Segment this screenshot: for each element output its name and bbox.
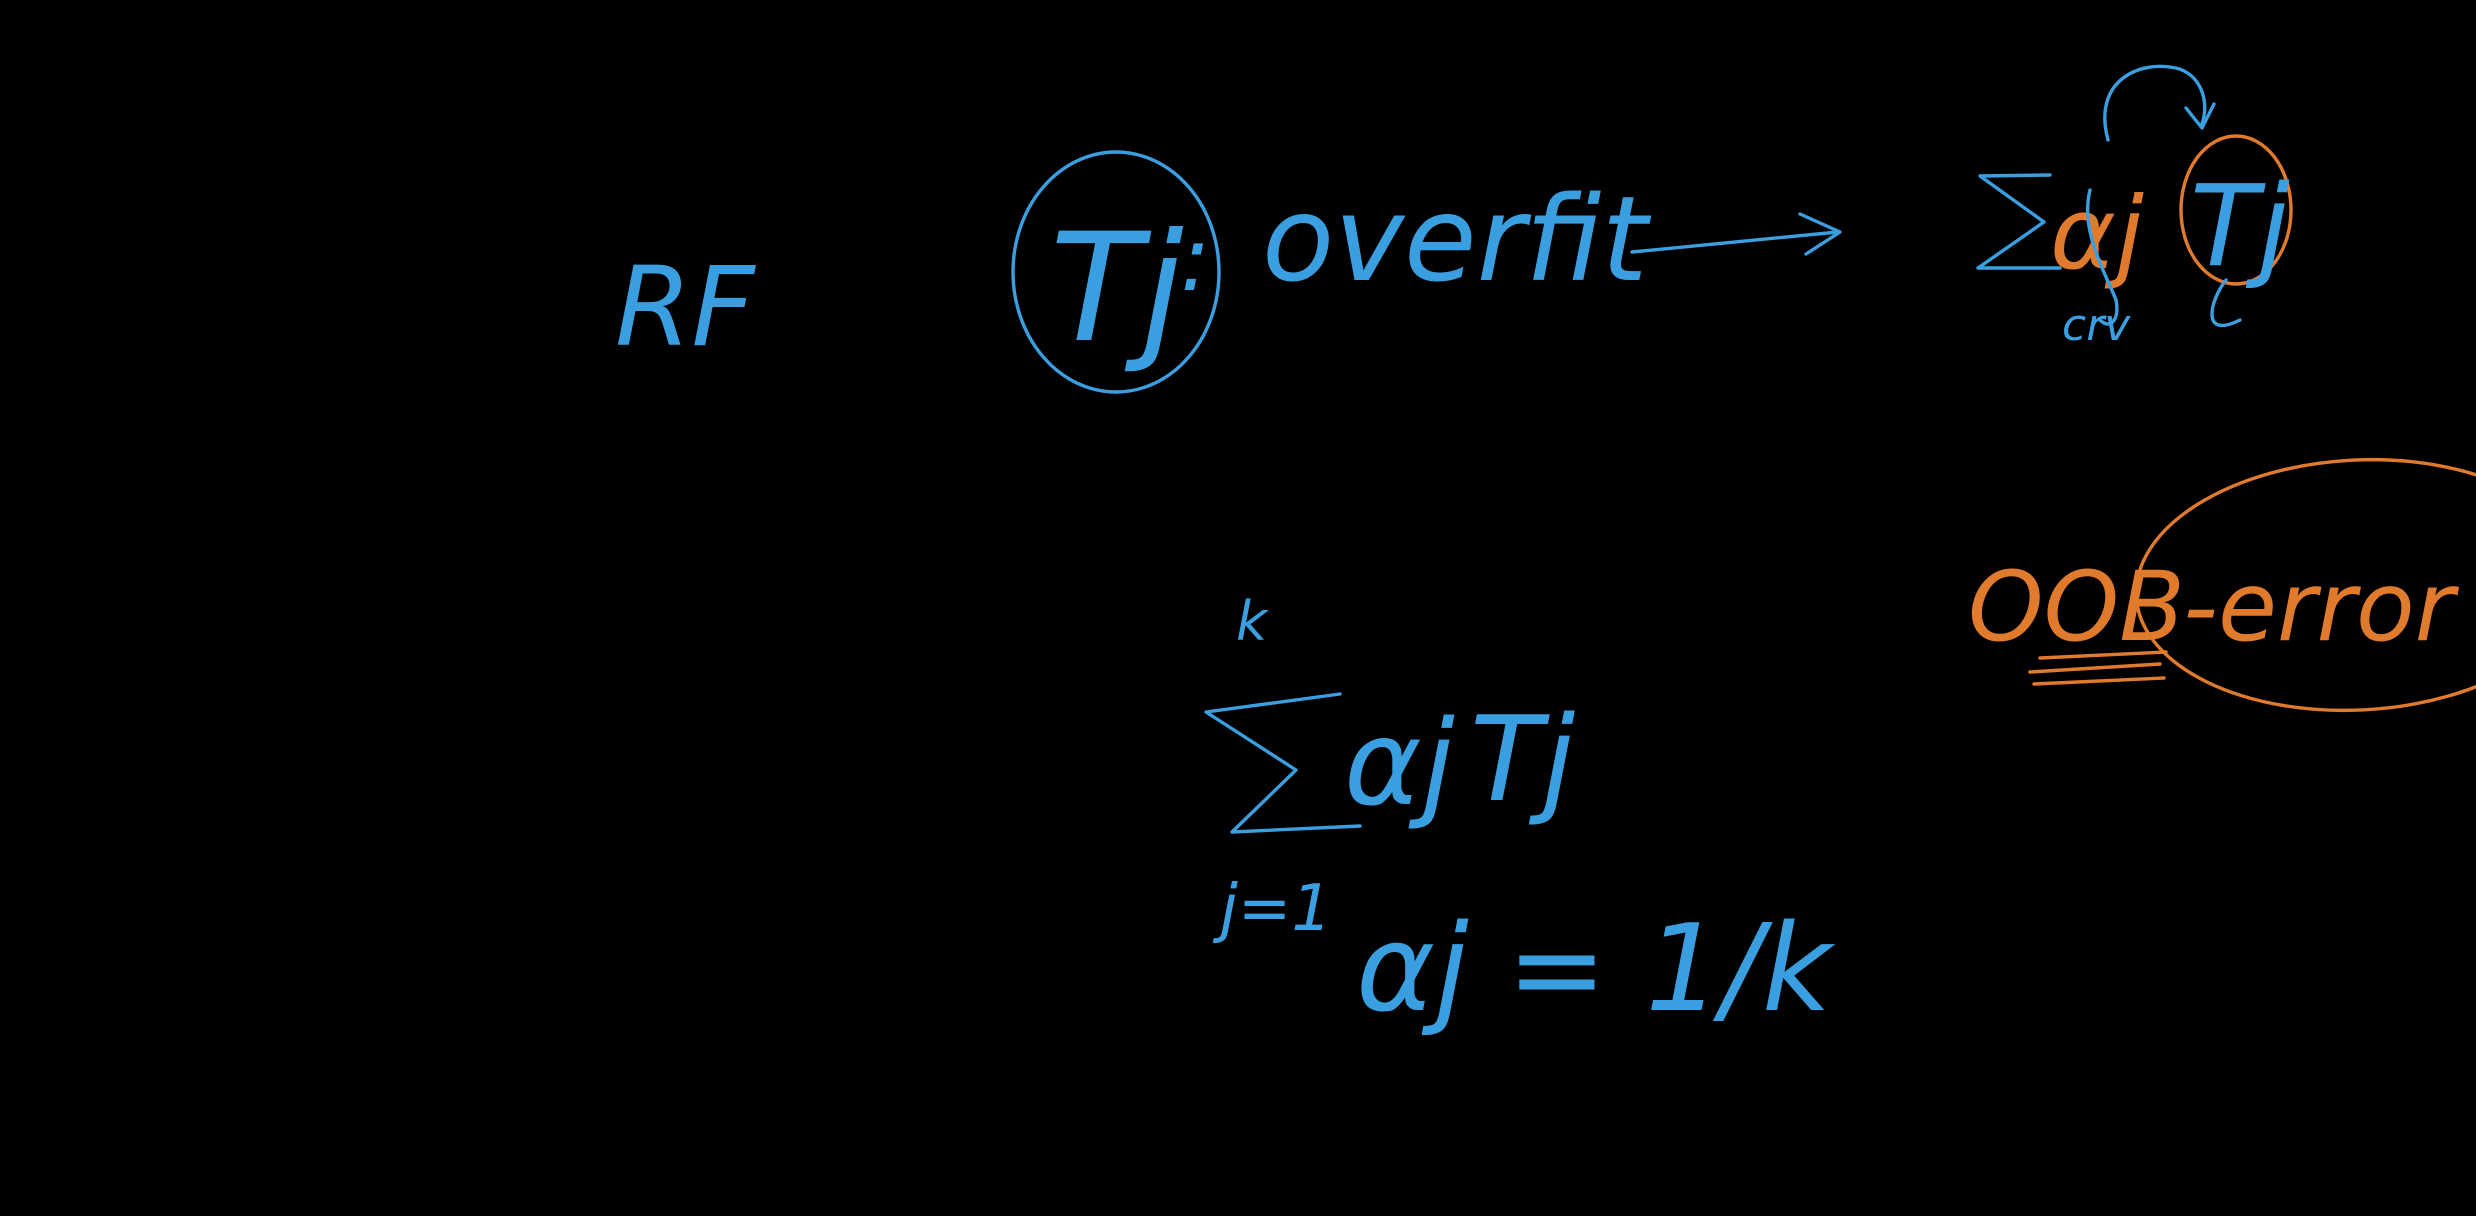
sum-bottom-label: j=1 <box>1212 872 1332 946</box>
oob-underline-3 <box>2032 676 2166 686</box>
oob-underline-1 <box>2038 650 2168 660</box>
tree-circle <box>1011 150 1221 394</box>
alpha-equation: αj = 1/k <box>1356 900 1836 1039</box>
loop-arrow <box>2103 64 2207 142</box>
oob-underline-2 <box>2028 662 2162 674</box>
arrow-shaft <box>1630 230 1840 254</box>
right-j-stroke <box>2085 188 2119 326</box>
rf-label: RF <box>615 243 756 371</box>
center-alpha-j: αj <box>1344 694 1455 832</box>
oob-label: OOB-error <box>1968 551 2460 663</box>
center-sigma <box>1204 692 1362 834</box>
right-tree-label: Tj <box>2190 162 2290 292</box>
tree-colon: : <box>1180 207 1210 312</box>
right-tj-tail <box>2210 278 2242 328</box>
oob-oval <box>2134 457 2476 713</box>
right-alpha: αj <box>2050 175 2144 292</box>
crv-label: crv <box>2062 300 2131 351</box>
center-tj: Tj <box>1470 690 1575 828</box>
right-sigma <box>1976 173 2062 270</box>
sum-top-label: k <box>1236 590 1270 653</box>
arrow-head <box>1798 212 1842 256</box>
tree-label: Tj <box>1050 202 1184 376</box>
right-tree-circle <box>2179 134 2293 286</box>
loop-arrow-head <box>2184 102 2216 130</box>
overfit-label: overfit <box>1262 170 1651 308</box>
